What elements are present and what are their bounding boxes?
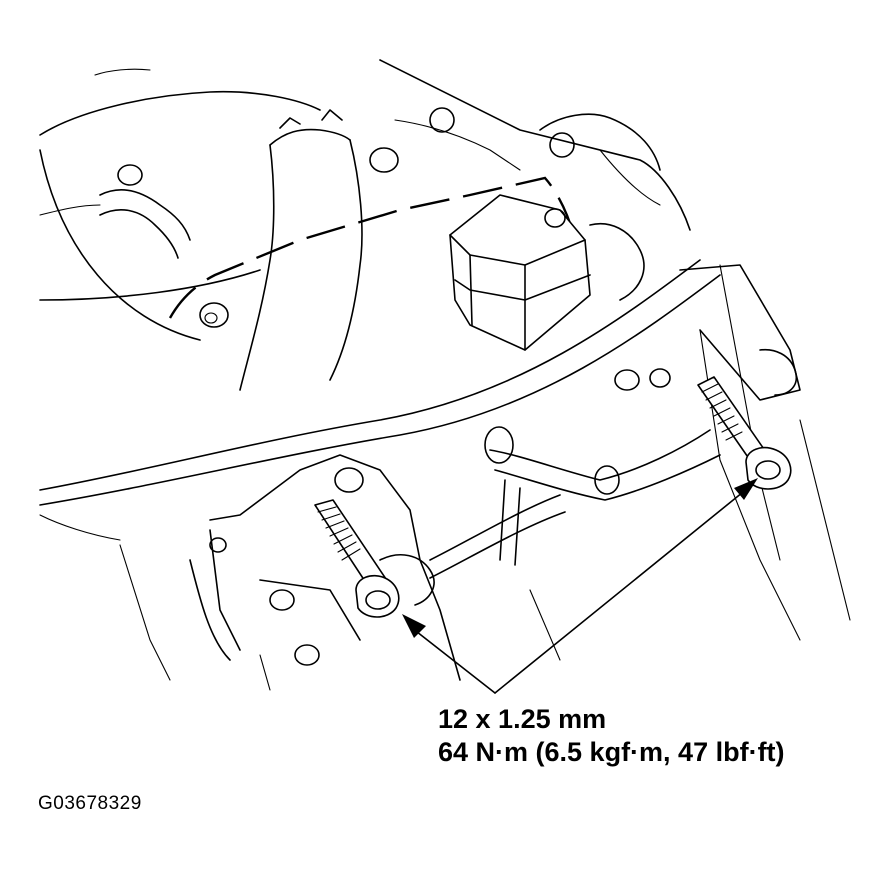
frame-arcs bbox=[39, 68, 721, 541]
left-hose bbox=[39, 164, 191, 259]
cross-pipe bbox=[429, 426, 721, 579]
figure-id: G03678329 bbox=[38, 793, 142, 814]
upper-housing bbox=[379, 59, 691, 231]
arrowhead-right-bolt bbox=[734, 478, 758, 500]
arrowhead-left-bolt bbox=[402, 614, 426, 638]
torque-callout: 12 x 1.25 mm 64 N·m (6.5 kgf·m, 47 lbf·f… bbox=[438, 703, 785, 769]
callout-leaders bbox=[402, 478, 758, 694]
connector-block bbox=[449, 194, 645, 351]
bolt-size-label: 12 x 1.25 mm bbox=[438, 704, 607, 734]
lower-housing bbox=[119, 454, 561, 691]
left-bolt bbox=[314, 499, 400, 618]
right-bracket bbox=[614, 264, 851, 641]
dashed-reference-line bbox=[168, 176, 577, 319]
intake-duct bbox=[199, 109, 399, 391]
torque-spec-label: 64 N·m (6.5 kgf·m, 47 lbf·ft) bbox=[438, 737, 785, 767]
